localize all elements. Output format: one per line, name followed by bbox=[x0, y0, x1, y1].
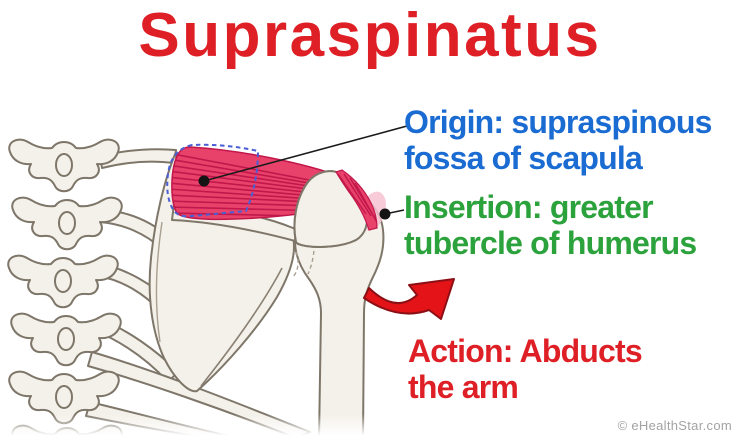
vertebra bbox=[11, 424, 123, 438]
supraspinatus-muscle bbox=[166, 143, 386, 248]
action-label: Action: Abducts the arm bbox=[408, 333, 643, 405]
insertion-label-line1: Insertion: greater bbox=[404, 189, 654, 225]
watermark: © eHealthStar.com bbox=[617, 418, 732, 433]
abduction-arrow bbox=[363, 278, 455, 320]
origin-label: Origin: supraspinous fossa of scapula bbox=[404, 104, 712, 176]
page-title: Supraspinatus bbox=[138, 1, 602, 70]
origin-leader-line bbox=[203, 125, 408, 182]
action-label-line1: Action: Abducts bbox=[408, 333, 643, 369]
insertion-label: Insertion: greater tubercle of humerus bbox=[404, 189, 697, 261]
insertion-label-line2: tubercle of humerus bbox=[404, 225, 697, 261]
action-label-line2: the arm bbox=[408, 369, 519, 405]
origin-label-line1: Origin: supraspinous bbox=[404, 104, 712, 140]
tendon-striations bbox=[337, 173, 377, 227]
origin-label-line2: fossa of scapula bbox=[404, 140, 643, 176]
supraspinous-fossa-outline bbox=[166, 143, 260, 218]
vertebra bbox=[7, 254, 119, 309]
origin-dot bbox=[198, 175, 210, 187]
insertion-dot bbox=[379, 208, 391, 220]
vertebral-column bbox=[7, 138, 123, 438]
bone-detail-lines bbox=[155, 209, 315, 387]
